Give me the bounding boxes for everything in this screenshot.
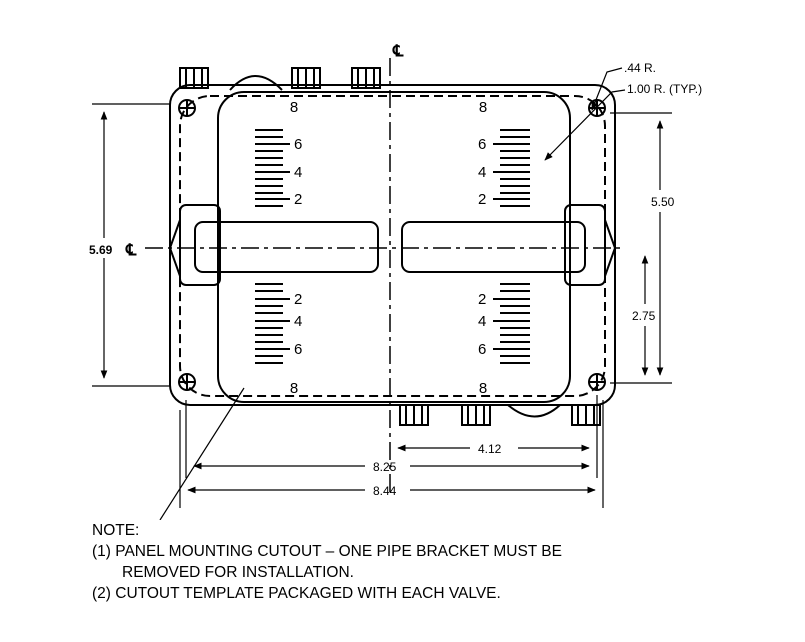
dim-radius-large: 1.00 R. (TYP.) bbox=[627, 82, 702, 96]
scale-left-bottom-8: 8 bbox=[290, 380, 298, 397]
handle-left bbox=[194, 221, 379, 273]
scale-right-top-6: 6 bbox=[478, 136, 486, 153]
scale-right-bottom-8: 8 bbox=[479, 380, 487, 397]
dimension-lines bbox=[92, 67, 672, 520]
pipe-brackets bbox=[168, 204, 617, 286]
centerline-symbol-vertical: ℄ bbox=[392, 43, 404, 60]
top-fittings bbox=[179, 67, 381, 91]
scale-left-bottom-6: 6 bbox=[294, 341, 302, 358]
note-line-1: (1) PANEL MOUNTING CUTOUT – ONE PIPE BRA… bbox=[92, 543, 562, 560]
scale-right-top-2: 2 bbox=[478, 191, 486, 208]
scale-ticks bbox=[255, 129, 530, 364]
scale-right-top-8: 8 bbox=[479, 99, 487, 116]
handle-right bbox=[401, 221, 586, 273]
centerlines bbox=[145, 58, 620, 495]
scale-right-top-4: 4 bbox=[478, 164, 486, 181]
scale-left-bottom-4: 4 bbox=[294, 313, 302, 330]
scale-left-top-2: 2 bbox=[294, 191, 302, 208]
dim-5-69: 5.69 bbox=[89, 243, 113, 257]
bottom-fittings bbox=[399, 404, 601, 426]
dim-radius-small: .44 R. bbox=[624, 61, 656, 75]
dim-4-12: 4.12 bbox=[478, 442, 502, 456]
dim-2-75: 2.75 bbox=[632, 309, 656, 323]
mounting-holes bbox=[178, 99, 606, 391]
dim-8-25: 8.25 bbox=[373, 460, 397, 474]
dim-8-44: 8.44 bbox=[373, 484, 397, 498]
scale-left-bottom-2: 2 bbox=[294, 291, 302, 308]
note-line-1-continued: REMOVED FOR INSTALLATION. bbox=[122, 564, 354, 581]
dim-5-50: 5.50 bbox=[651, 195, 675, 209]
note-line-2: (2) CUTOUT TEMPLATE PACKAGED WITH EACH V… bbox=[92, 585, 501, 602]
scale-right-bottom-6: 6 bbox=[478, 341, 486, 358]
note-heading: NOTE: bbox=[92, 522, 140, 539]
valve-dimension-drawing: 8 6 4 2 8 6 4 2 2 4 6 8 2 4 6 8 bbox=[89, 43, 702, 520]
scale-left-top-4: 4 bbox=[294, 164, 302, 181]
scale-labels: 8 6 4 2 8 6 4 2 2 4 6 8 2 4 6 8 bbox=[290, 99, 487, 397]
scale-left-top-6: 6 bbox=[294, 136, 302, 153]
centerline-symbol-horizontal: ℄ bbox=[125, 242, 137, 259]
scale-plate bbox=[217, 91, 571, 403]
valve-body-outline bbox=[169, 84, 616, 406]
installation-note: NOTE: (1) PANEL MOUNTING CUTOUT – ONE PI… bbox=[92, 520, 792, 604]
panel-cutout-outline bbox=[179, 95, 606, 397]
scale-left-top-8: 8 bbox=[290, 99, 298, 116]
scale-right-bottom-2: 2 bbox=[478, 291, 486, 308]
scale-right-bottom-4: 4 bbox=[478, 313, 486, 330]
